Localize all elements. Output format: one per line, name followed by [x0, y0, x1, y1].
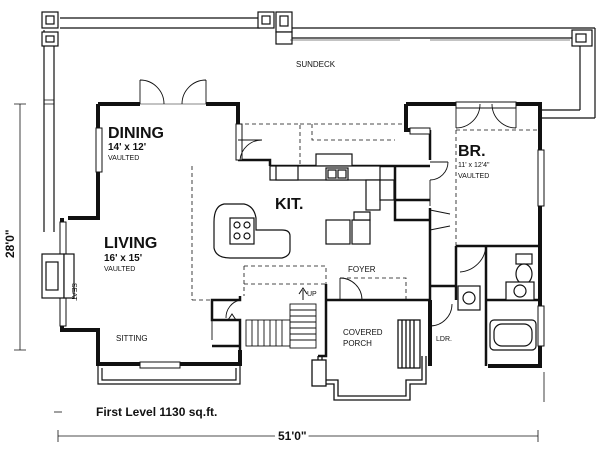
porch-label-line2: PORCH — [343, 339, 372, 348]
sitting-bay — [97, 364, 241, 385]
dashed-soffit-lines — [191, 123, 540, 301]
seat-label: SEAT — [70, 283, 77, 301]
sundeck-railing — [41, 11, 596, 232]
windows — [59, 101, 545, 369]
width-dimension: 51'0" — [278, 429, 307, 443]
living-label: LIVING — [104, 235, 157, 252]
doors — [139, 79, 517, 340]
fireplace — [41, 253, 75, 299]
up-label: UP — [307, 291, 317, 298]
staircase — [227, 287, 317, 349]
plan-caption: First Level 1130 sq.ft. — [96, 405, 217, 419]
laundry-label: LDR. — [436, 336, 452, 343]
living-vaulted: VAULTED — [104, 266, 135, 273]
porch-label-line1: COVERED — [343, 328, 383, 337]
kitchen-fixtures — [213, 153, 395, 259]
sundeck-label: SUNDECK — [296, 60, 336, 69]
dining-label: DINING — [108, 125, 164, 142]
depth-dimension: 28'0" — [3, 229, 17, 258]
living-size: 16' x 15' — [104, 253, 142, 264]
foyer-label: FOYER — [348, 265, 376, 274]
dining-vaulted: VAULTED — [108, 155, 139, 162]
sitting-label: SITTING — [116, 334, 148, 343]
bedroom-label: BR. — [458, 143, 486, 160]
kitchen-label: KIT. — [275, 196, 303, 213]
dining-size: 14' x 12' — [108, 142, 146, 153]
bedroom-vaulted: VAULTED — [458, 173, 489, 180]
bath-fixtures — [457, 253, 537, 351]
deck-stair — [540, 109, 595, 119]
bedroom-size: 11' x 12'4" — [458, 162, 490, 169]
dimension-lines — [14, 103, 545, 442]
porch — [311, 319, 427, 401]
